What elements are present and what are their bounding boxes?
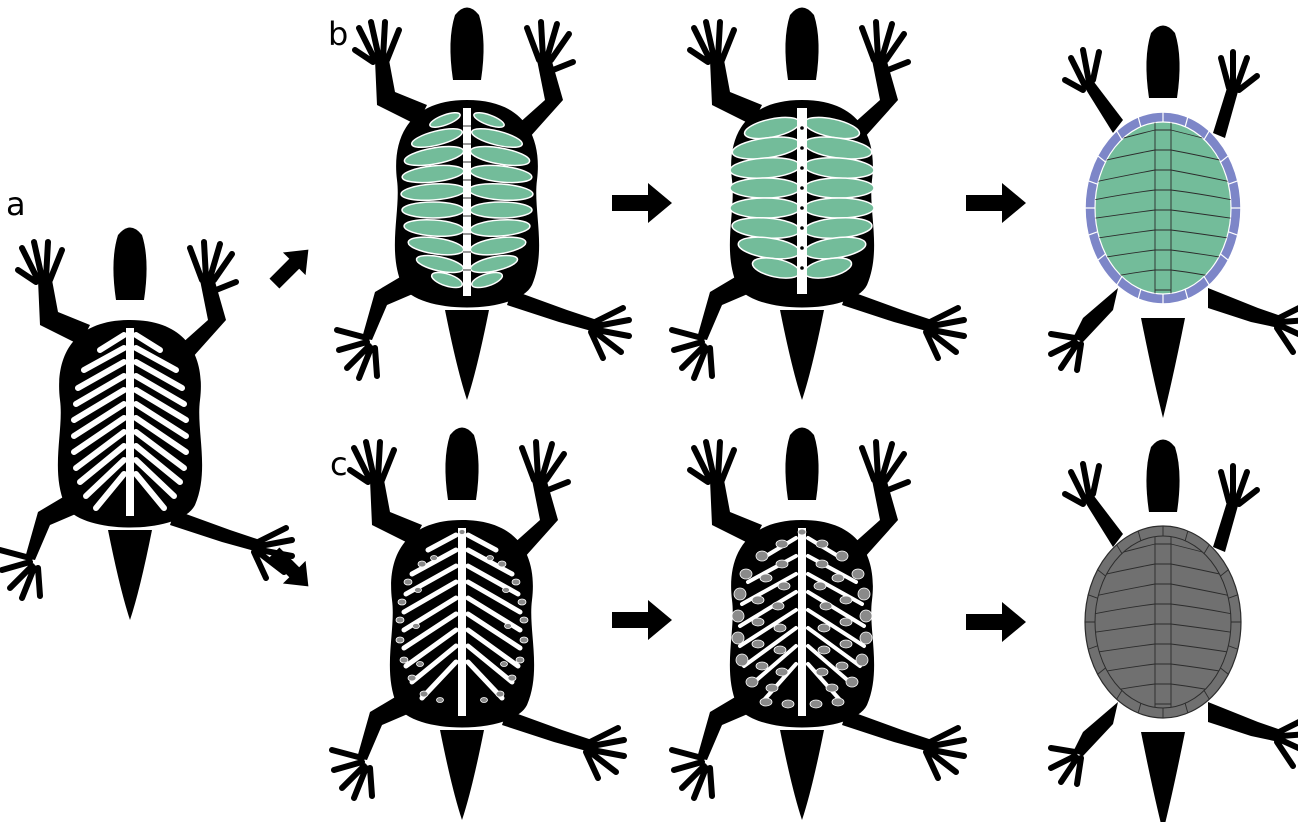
arrow-b-step2 [966, 183, 1026, 223]
panel-label-b: b [328, 18, 348, 50]
arrow-c-step2 [966, 602, 1026, 642]
arrow-c-step1 [612, 600, 672, 640]
arrow-a-to-b [263, 238, 320, 295]
arrow-b-step1 [612, 183, 672, 223]
stage-b2-fused-ribs [672, 8, 964, 401]
stage-c3-gray-shell [1051, 440, 1298, 822]
stage-a-ancestor [0, 228, 292, 621]
stage-b1-broadened-ribs [337, 8, 629, 401]
panel-label-c: c [330, 448, 348, 480]
stage-c1-osteoderms [332, 428, 624, 821]
stage-b3-green-shell [1051, 26, 1298, 419]
panel-label-a: a [6, 188, 26, 220]
stage-c2-dense-osteoderms [672, 428, 964, 821]
